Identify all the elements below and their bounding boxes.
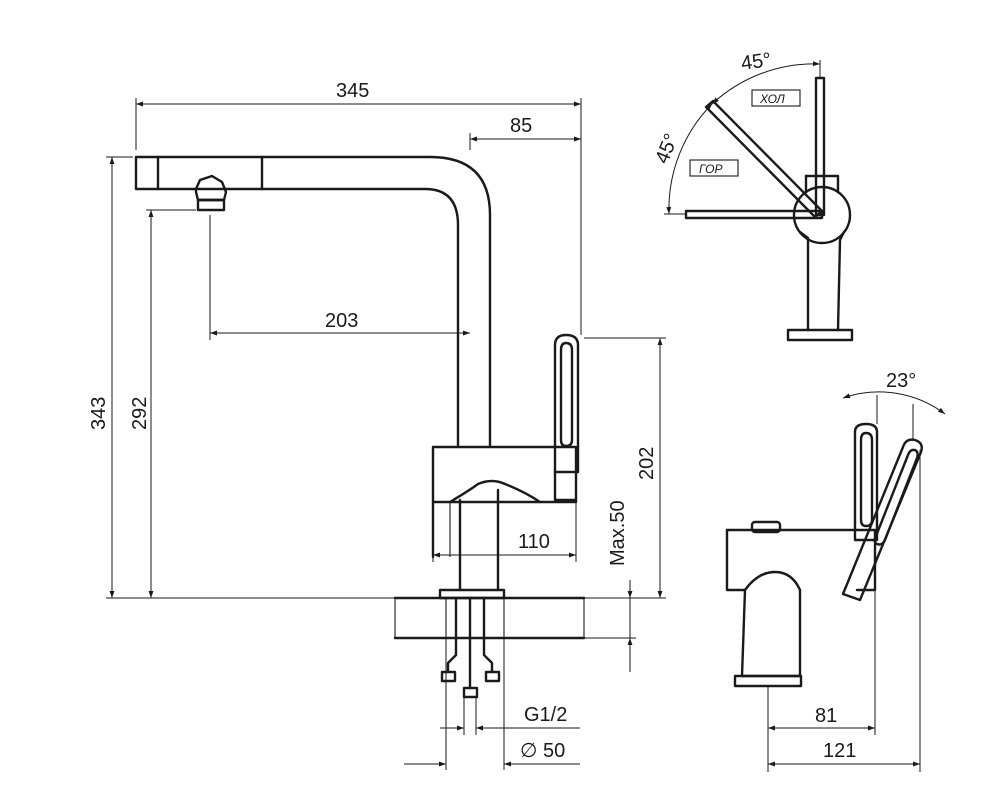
front-view: 345 85 203 343 292 — [88, 80, 666, 770]
faucet-body — [431, 333, 580, 600]
countertop — [393, 596, 586, 640]
side-lever-tilted — [841, 438, 923, 602]
label-spout-height: 292 — [129, 397, 151, 430]
dim-hole-diameter: ∅ 50 — [404, 638, 580, 770]
dim-body-width: 110 — [432, 500, 577, 562]
lever-handle — [553, 333, 580, 474]
top-cap — [750, 520, 782, 534]
label-hot: ГОР — [699, 162, 722, 176]
supply-hoses — [440, 596, 501, 699]
side-view: 23° 81 121 — [725, 370, 946, 772]
cold-label-box — [751, 89, 801, 107]
label-cold: ХОЛ — [759, 92, 786, 106]
aerator — [194, 174, 228, 202]
label-side-angle: 23° — [886, 370, 916, 392]
label-thread: G1/2 — [524, 704, 567, 726]
label-max-thickness: Max.50 — [607, 500, 629, 566]
dim-spout-reach: 203 — [209, 215, 470, 340]
spout — [134, 155, 492, 449]
dim-overall-width: 345 — [135, 80, 582, 335]
spout-end-cap — [134, 155, 160, 191]
hot-label-box — [689, 159, 739, 177]
label-side-121: 121 — [823, 740, 856, 762]
dim-spout-height: 292 — [129, 209, 196, 598]
label-overall-width: 345 — [336, 80, 369, 102]
label-overall-height: 343 — [88, 397, 110, 430]
dim-spout-to-body: 85 — [469, 115, 581, 150]
side-lever-upright — [853, 422, 879, 542]
dim-max-thickness: Max.50 — [584, 500, 636, 672]
dim-handle-height: 202 — [584, 337, 666, 599]
label-spout-reach: 203 — [325, 310, 358, 332]
label-hole-diameter: ∅ 50 — [520, 740, 565, 762]
dim-overall-height: 343 — [88, 156, 395, 599]
label-body-width: 110 — [518, 531, 550, 553]
label-angle-cold: 45° — [740, 49, 773, 75]
label-handle-height: 202 — [636, 447, 658, 480]
lever-angle-view: 45° 45° ХОЛ ГОР — [651, 49, 854, 342]
label-side-81: 81 — [815, 705, 837, 727]
label-angle-hot: 45° — [651, 131, 683, 167]
lever-pivot — [792, 185, 852, 245]
label-spout-to-body: 85 — [510, 115, 532, 137]
dim-thread: G1/2 — [440, 697, 580, 735]
